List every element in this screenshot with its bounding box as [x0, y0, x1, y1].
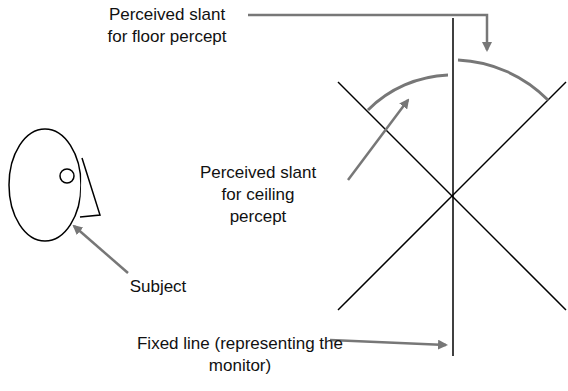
- callout-label: Perceived slant for ceiling percept: [196, 162, 321, 228]
- subject-head: [9, 129, 100, 241]
- callout-label: Subject: [113, 276, 203, 298]
- slant-lines: [338, 18, 566, 356]
- leader-arrows: [74, 15, 487, 345]
- slant-arcs: [368, 60, 548, 110]
- callout-label: Perceived slant for floor percept: [97, 4, 237, 48]
- callout-label: Fixed line (representing the monitor): [125, 333, 355, 377]
